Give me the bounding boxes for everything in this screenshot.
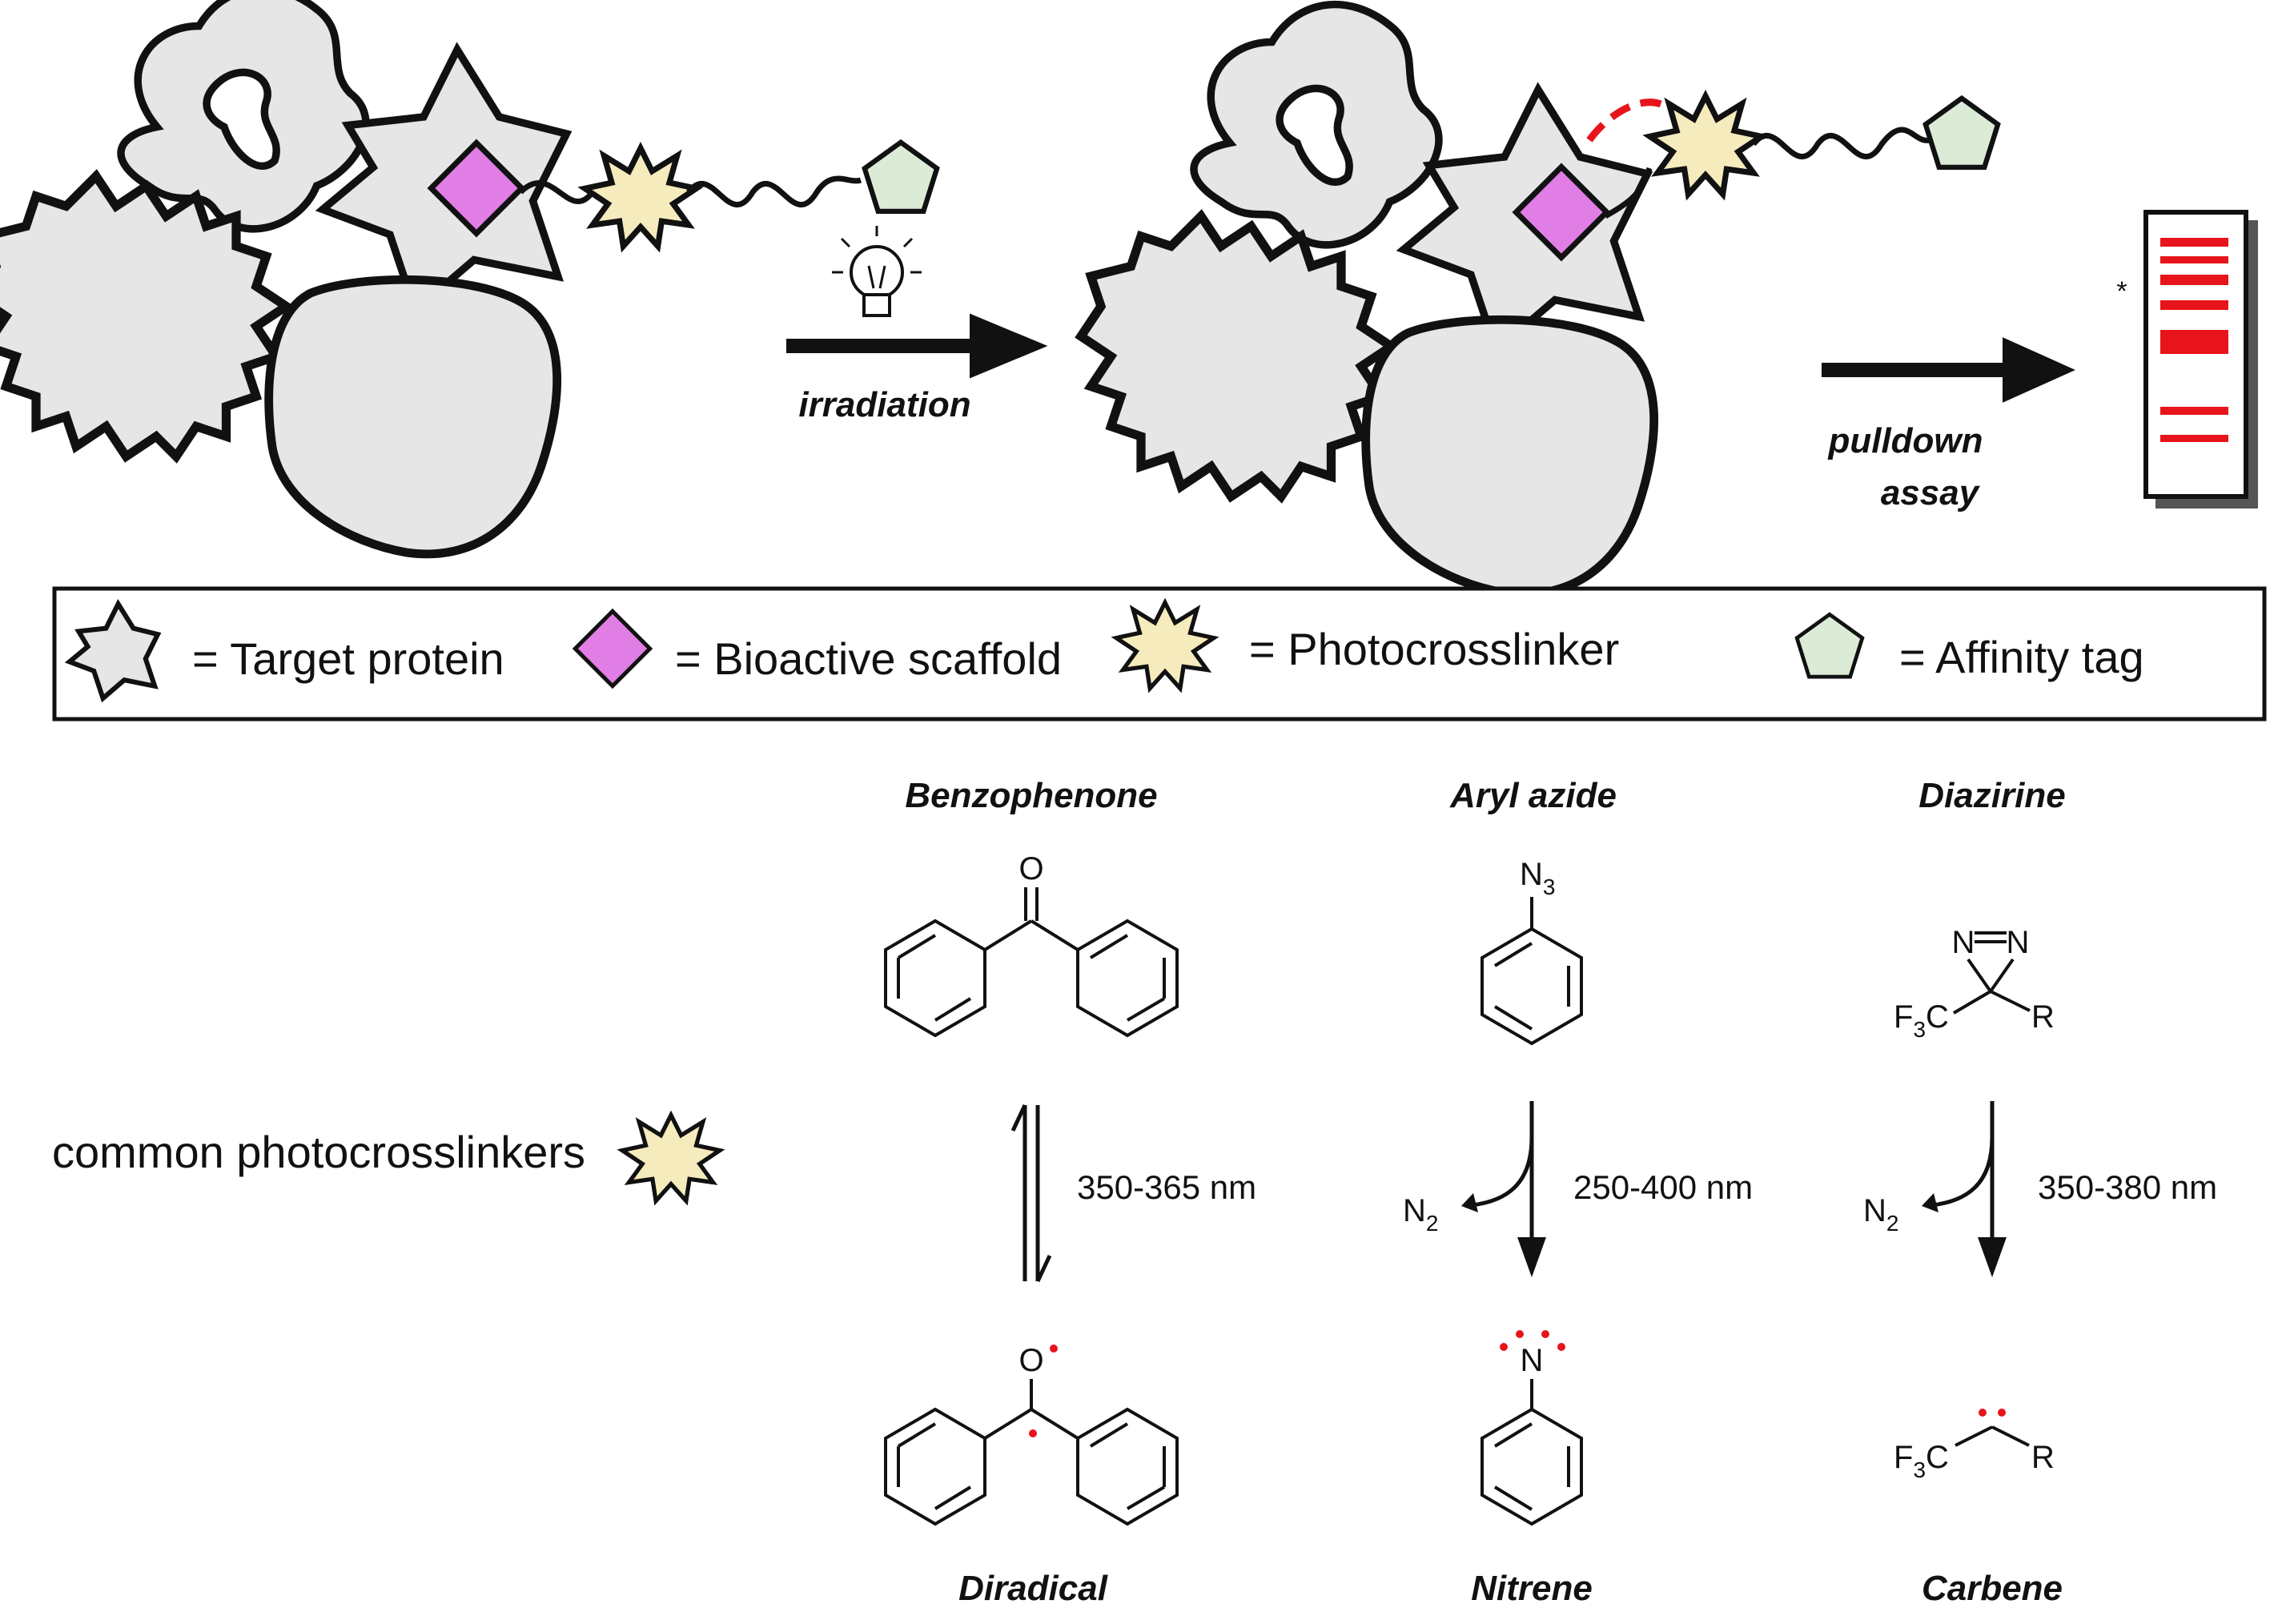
- irradiation-label: irradiation: [798, 385, 970, 424]
- gel-band: [2160, 256, 2228, 263]
- legend-target-protein: = Target protein: [192, 633, 504, 684]
- benzophenone-name: Benzophenone: [905, 776, 1157, 815]
- diazirine-n2: N: [2007, 925, 2030, 960]
- diradical-structure: [884, 1379, 1179, 1526]
- legend-bioactive-scaffold: = Bioactive scaffold: [675, 633, 1062, 684]
- diazirine-n1: N: [1952, 925, 1975, 960]
- irradiation-arrow: [786, 313, 1048, 379]
- legend-photocrosslinker: = Photocrosslinker: [1249, 624, 1619, 674]
- nitrene-atom: N: [1521, 1343, 1544, 1378]
- protein-shape: [121, 0, 366, 229]
- diazirine-r: R: [2031, 999, 2055, 1035]
- azide-reaction-arrow: [1461, 1101, 1546, 1277]
- probe-linker: [1751, 127, 1930, 159]
- gel-band: [2160, 435, 2228, 442]
- bioactive-scaffold-icon: [572, 608, 653, 689]
- radical-dot: [1541, 1330, 1549, 1338]
- gel-marker: *: [2116, 276, 2127, 307]
- probe-crosslinked: [1512, 96, 1998, 262]
- azide-n2-loss: N2: [1403, 1193, 1438, 1236]
- benzophenone-condition: 350-365 nm: [1077, 1168, 1256, 1206]
- gel-frame: [2143, 210, 2248, 499]
- probe-linker: [686, 175, 862, 207]
- bioactive-scaffold: [1512, 163, 1611, 262]
- radical-dot: [1998, 1409, 2006, 1417]
- radical-dot: [1029, 1429, 1037, 1437]
- aryl-azide-column: Aryl azide N3 N2 250-400 nm N Ni: [1403, 776, 1753, 1608]
- radical-dot: [1050, 1345, 1058, 1353]
- pulldown-step: pulldown assay: [1822, 337, 2075, 513]
- radical-dot: [1557, 1343, 1565, 1351]
- diazirine-condition: 350-380 nm: [2038, 1168, 2217, 1206]
- carbene-r: R: [2031, 1440, 2055, 1475]
- aryl-azide-condition: 250-400 nm: [1573, 1168, 1753, 1206]
- photocrosslinker: [1649, 96, 1761, 194]
- gel-band: [2160, 300, 2228, 310]
- protein-mixture-after: [1081, 5, 1654, 594]
- row-label: common photocrosslinkers: [52, 1127, 585, 1177]
- protein-shape: [1194, 5, 1439, 245]
- probe-before: [427, 139, 937, 247]
- diazirine-name: Diazirine: [1918, 776, 2065, 815]
- affinity-tag: [865, 143, 937, 211]
- nitrene-structure: [1480, 1379, 1583, 1526]
- protein-shape: [1081, 216, 1392, 496]
- diazirine-structure: [1952, 931, 2031, 1015]
- irradiation-step: irradiation: [786, 226, 1048, 424]
- equilibrium-arrows: [1010, 1103, 1052, 1283]
- benzophenone-structure: [884, 887, 1179, 1038]
- azide-group: N3: [1520, 857, 1555, 899]
- diazirine-cf3: F3C: [1894, 999, 1949, 1042]
- probe-linker: [1604, 167, 1653, 219]
- gel-band: [2160, 330, 2228, 354]
- gel-band: [2160, 407, 2228, 415]
- diradical-oxygen: O: [1018, 1343, 1043, 1378]
- photocrosslinker-icon: [622, 1115, 720, 1201]
- diradical-name: Diradical: [958, 1569, 1108, 1608]
- legend-affinity-tag: = Affinity tag: [1899, 632, 2144, 682]
- radical-dot: [1516, 1330, 1524, 1338]
- carbene-structure: [1955, 1425, 2030, 1447]
- legend: = Target protein = Bioactive scaffold = …: [52, 586, 2267, 722]
- gel-band: [2160, 275, 2228, 285]
- carbene-name: Carbene: [1922, 1569, 2063, 1608]
- nitrene-name: Nitrene: [1471, 1569, 1593, 1608]
- pulldown-arrow: [1822, 337, 2075, 403]
- radical-dot: [1979, 1409, 1987, 1417]
- aryl-azide-structure: [1480, 897, 1583, 1046]
- gel-lane: *: [2116, 210, 2258, 509]
- lightbulb-icon: [832, 226, 922, 317]
- protein-shape: [1366, 320, 1654, 594]
- bioactive-scaffold: [427, 139, 526, 238]
- protein-shape: [269, 279, 557, 554]
- probe-linker: [518, 179, 595, 204]
- diazirine-reaction-arrow: [1922, 1101, 2007, 1277]
- aryl-azide-name: Aryl azide: [1449, 776, 1617, 815]
- diazirine-n2-loss: N2: [1863, 1193, 1898, 1236]
- carbene-cf3: F3C: [1894, 1440, 1949, 1482]
- protein-mixture-before: [0, 0, 567, 554]
- covalent-crosslink: [1586, 98, 1677, 143]
- radical-dot: [1500, 1343, 1508, 1351]
- diazirine-column: Diazirine N N F3C R N2 350-380 nm F3C R: [1863, 776, 2217, 1608]
- gel-band: [2160, 238, 2228, 247]
- assay-label: assay: [1881, 473, 1981, 513]
- benzophenone-column: Benzophenone O 350-365 nm: [884, 776, 1256, 1608]
- benzophenone-oxygen: O: [1018, 851, 1043, 886]
- photocrosslinker: [585, 148, 696, 246]
- affinity-tag: [1926, 98, 1998, 167]
- pulldown-label: pulldown: [1827, 421, 1983, 460]
